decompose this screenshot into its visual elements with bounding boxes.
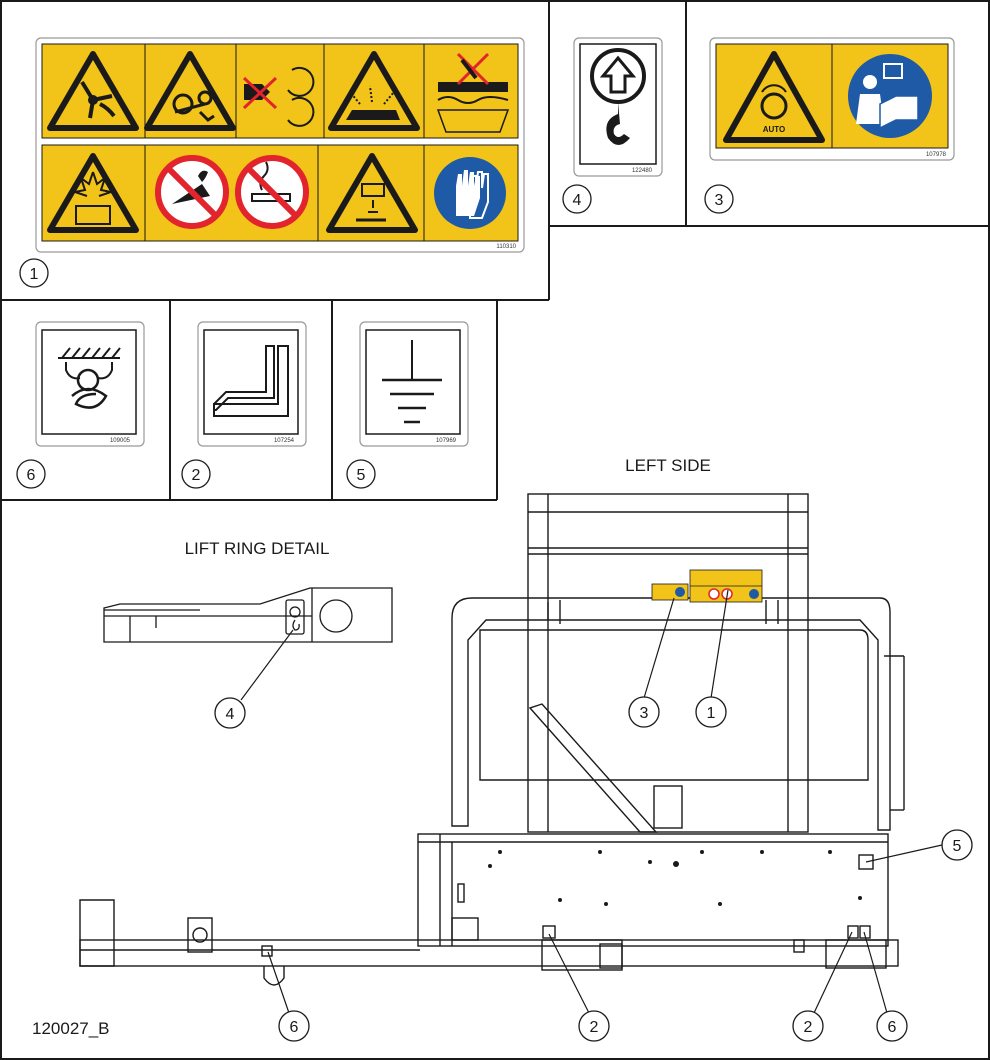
decal-part-number: 107978 (926, 152, 947, 158)
panel-callouts (16, 184, 734, 489)
decal-109005: 109005 (35, 321, 145, 447)
decal-110310: 110310 (35, 37, 525, 253)
decal-122480: 122480 (573, 37, 663, 177)
wear-gloves-icon (434, 157, 506, 229)
callout-6-label: 6 (290, 1019, 299, 1036)
decal-part-number: 110310 (496, 244, 516, 250)
left-side-view-title: LEFT SIDE (625, 456, 711, 475)
callout-3-label: 3 (640, 705, 649, 722)
tie-down-point-icon (58, 347, 121, 409)
drawing-callouts (214, 696, 973, 1042)
callout-2-label: 2 (192, 467, 201, 484)
battery-acid-warning-icon (326, 153, 418, 233)
no-crushing-icon (436, 52, 510, 133)
callout-1-label: 1 (707, 705, 716, 722)
no-smoking-icon (235, 155, 309, 229)
callout-5-label: 5 (953, 838, 962, 855)
decal-3-on-machine (651, 583, 689, 601)
callout-5-label: 5 (357, 467, 366, 484)
decal-part-number: 109005 (110, 438, 131, 444)
lift-ring-detail-title: LIFT RING DETAIL (185, 539, 330, 558)
decal-107254: 107254 (197, 321, 307, 447)
drawing-number: 120027_B (32, 1019, 110, 1038)
decal-part-number: 107254 (274, 438, 295, 444)
decal-part-number: 107969 (436, 438, 457, 444)
ground-symbol-icon (382, 340, 442, 424)
thrown-objects-warning-icon (328, 51, 420, 131)
decal-107978: AUTO 107978 (709, 37, 955, 161)
machine-left-side-drawing (79, 493, 905, 986)
fan-blade-warning-icon (47, 51, 139, 131)
belt-entanglement-warning-icon (144, 51, 236, 131)
decal-1-on-machine (689, 569, 763, 603)
callout-6-label: 6 (27, 467, 36, 484)
auto-label: AUTO (763, 125, 786, 134)
chassis-holes (488, 850, 862, 906)
lift-ring-detail-drawing (103, 587, 393, 643)
read-manual-icon (848, 54, 932, 138)
callout-2-label: 2 (804, 1019, 813, 1036)
callout-3-label: 3 (715, 192, 724, 209)
no-hand-rotating-parts-icon (242, 66, 315, 127)
decal-part-number: 122480 (632, 168, 653, 174)
auto-start-warning-icon: AUTO (723, 51, 825, 143)
callout-6-label: 6 (888, 1019, 897, 1036)
decal-107969: 107969 (359, 321, 469, 447)
callout-2-label: 2 (590, 1019, 599, 1036)
callout-4-label: 4 (573, 192, 582, 209)
no-open-flame-icon (155, 155, 229, 229)
pinch-point-icon (213, 345, 289, 417)
leader-lines (240, 589, 943, 1014)
battery-explosion-warning-icon (47, 153, 139, 233)
callout-4-label: 4 (226, 706, 235, 723)
lift-point-icon (590, 48, 646, 145)
callout-1-label: 1 (30, 266, 39, 283)
